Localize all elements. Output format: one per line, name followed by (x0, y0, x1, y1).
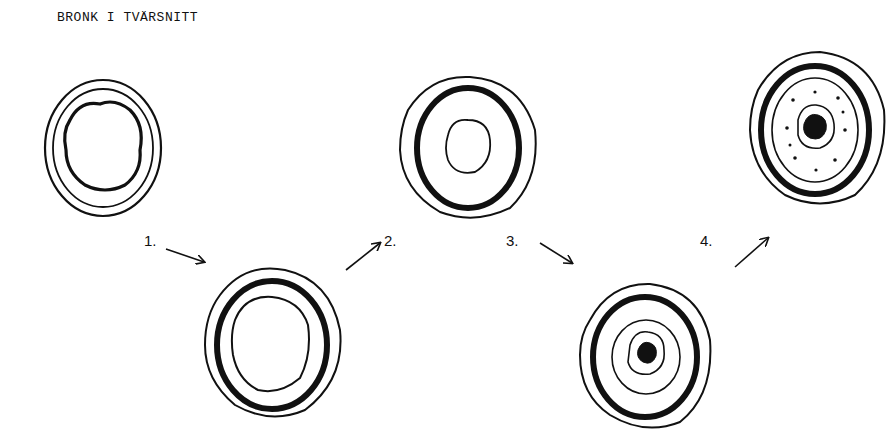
dots (785, 90, 847, 171)
bronchus-section (580, 284, 710, 428)
diagram-title: BRONK I TVÄRSNITT (57, 10, 198, 25)
bronchus-section (45, 80, 161, 216)
progress-arrows (166, 238, 768, 270)
step-number: 4. (700, 232, 713, 249)
bronchus-section (205, 268, 341, 416)
step-number: 1. (144, 232, 157, 249)
step-number: 2. (384, 232, 397, 249)
bronchus-section (750, 52, 884, 204)
bronchus-section (400, 77, 536, 218)
step-number: 3. (506, 232, 519, 249)
